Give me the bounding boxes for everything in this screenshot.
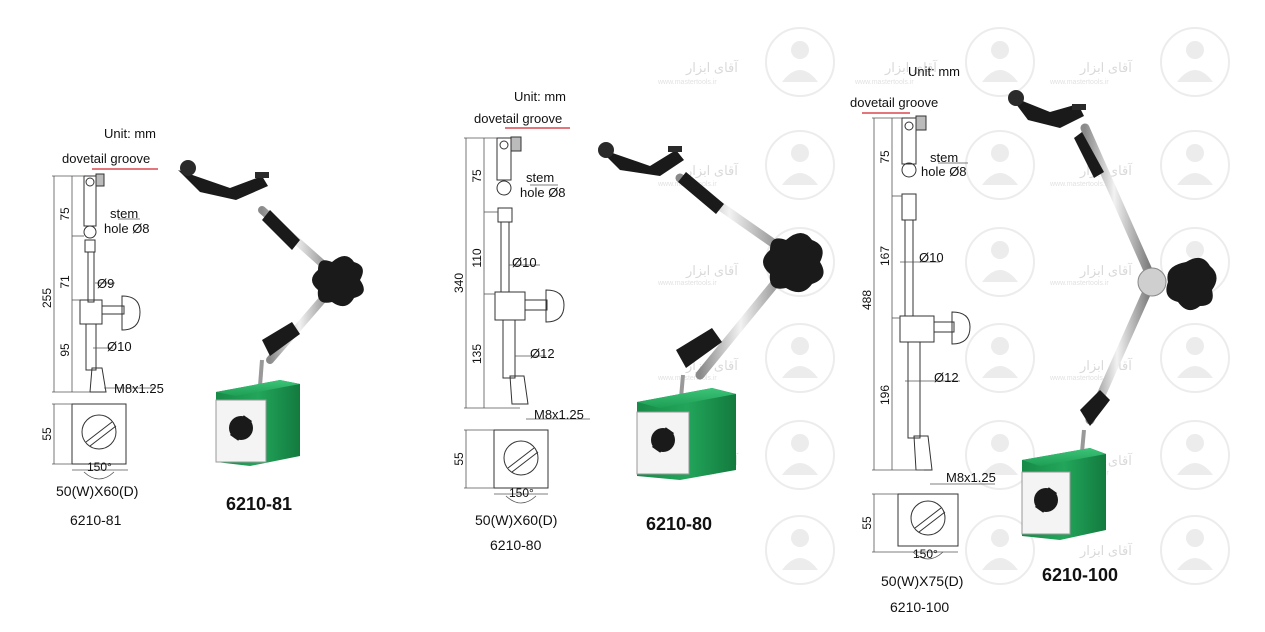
unit-label: Unit: mm: [908, 64, 960, 79]
watermark-url: www.mastertools.ir: [657, 280, 717, 287]
dim-base-height: 55: [452, 452, 466, 466]
dim-total: 255: [40, 288, 54, 308]
angle-label: 150°: [509, 486, 534, 500]
dim-low: 95: [58, 343, 72, 357]
watermark-text: آقای ابزار: [1079, 59, 1133, 76]
dim-top: 75: [58, 207, 72, 221]
thread-label: M8x1.25: [946, 470, 996, 485]
base-size-label: 50(W)X75(D): [881, 573, 963, 589]
locking-knob-icon: [763, 233, 824, 293]
clamp-icon: [1010, 96, 1084, 128]
stem-hole-label: hole Ø8: [520, 185, 566, 200]
watermark-url: www.mastertools.ir: [1049, 375, 1109, 382]
product-render-6210-100: 6210-100: [1008, 90, 1217, 585]
stem-label: stem: [930, 150, 958, 165]
dovetail-groove-label: dovetail groove: [850, 95, 938, 110]
clamp-icon: [598, 148, 684, 176]
product-render-6210-81: 6210-81: [178, 160, 364, 514]
watermark-url: www.mastertools.ir: [1049, 79, 1109, 86]
locking-knob-icon: [312, 256, 364, 307]
base-size-label: 50(W)X60(D): [475, 512, 557, 528]
diameter-upper: Ø9: [97, 276, 114, 291]
thread-label: M8x1.25: [534, 407, 584, 422]
dovetail-groove-label: dovetail groove: [62, 151, 150, 166]
dim-top: 75: [878, 150, 892, 164]
dim-total: 340: [452, 273, 466, 293]
diameter-lower: Ø10: [107, 339, 132, 354]
watermark-url: www.mastertools.ir: [1049, 280, 1109, 287]
stem-hole-label: hole Ø8: [921, 164, 967, 179]
dim-mid: 110: [470, 248, 484, 267]
dovetail-groove-label: dovetail groove: [474, 111, 562, 126]
base-size-label: 50(W)X60(D): [56, 483, 138, 499]
dim-low: 196: [878, 385, 892, 405]
dim-top: 75: [470, 169, 484, 183]
product-render-6210-80: 6210-80: [598, 142, 824, 534]
watermark-url: www.mastertools.ir: [1049, 181, 1109, 188]
watermark-text: آقای ابزار: [685, 162, 739, 179]
watermark-text: آقای ابزار: [1079, 262, 1133, 279]
diameter-upper: Ø10: [512, 255, 537, 270]
dim-base-height: 55: [40, 427, 54, 441]
diameter-lower: Ø12: [530, 346, 555, 361]
drawing-6210-81: Unit: mm dovetail groove: [40, 126, 164, 528]
watermark-text: آقای ابزار: [1079, 357, 1133, 374]
model-caption: 6210-100: [890, 599, 949, 615]
thread-label: M8x1.25: [114, 381, 164, 396]
angle-label: 150°: [87, 460, 112, 474]
unit-label: Unit: mm: [514, 89, 566, 104]
watermark-text: آقای ابزار: [1079, 542, 1133, 559]
dim-mid: 71: [58, 275, 72, 289]
watermark-layer: آقای ابزار آقای ابزار آقای ابزار آقای اب…: [657, 27, 1230, 585]
watermark-url: www.mastertools.ir: [854, 79, 914, 86]
dim-mid: 167: [878, 246, 892, 266]
watermark-text: آقای ابزار: [884, 59, 938, 76]
drawing-6210-100: Unit: mm dovetail groove 488 75: [850, 64, 996, 615]
model-title: 6210-80: [646, 514, 712, 534]
stem-label: stem: [110, 206, 138, 221]
watermark-url: www.mastertools.ir: [657, 79, 717, 86]
diameter-upper: Ø10: [919, 250, 944, 265]
dim-base-height: 55: [860, 516, 874, 530]
unit-label: Unit: mm: [104, 126, 156, 141]
model-title: 6210-81: [226, 494, 292, 514]
model-caption: 6210-81: [70, 512, 122, 528]
locking-knob-icon: [1166, 257, 1217, 311]
dim-total: 488: [860, 290, 874, 310]
clamp-icon: [178, 170, 268, 200]
watermark-text: آقای ابزار: [685, 59, 739, 76]
diameter-lower: Ø12: [934, 370, 959, 385]
stem-hole-label: hole Ø8: [104, 221, 150, 236]
model-caption: 6210-80: [490, 537, 542, 553]
stem-label: stem: [526, 170, 554, 185]
watermark-url: www.mastertools.ir: [657, 375, 717, 382]
drawing-6210-80: Unit: mm dovetail groove 340 75: [452, 89, 590, 553]
watermark-text: آقای ابزار: [685, 262, 739, 279]
angle-label: 150°: [913, 547, 938, 561]
dim-low: 135: [470, 344, 484, 364]
model-title: 6210-100: [1042, 565, 1118, 585]
